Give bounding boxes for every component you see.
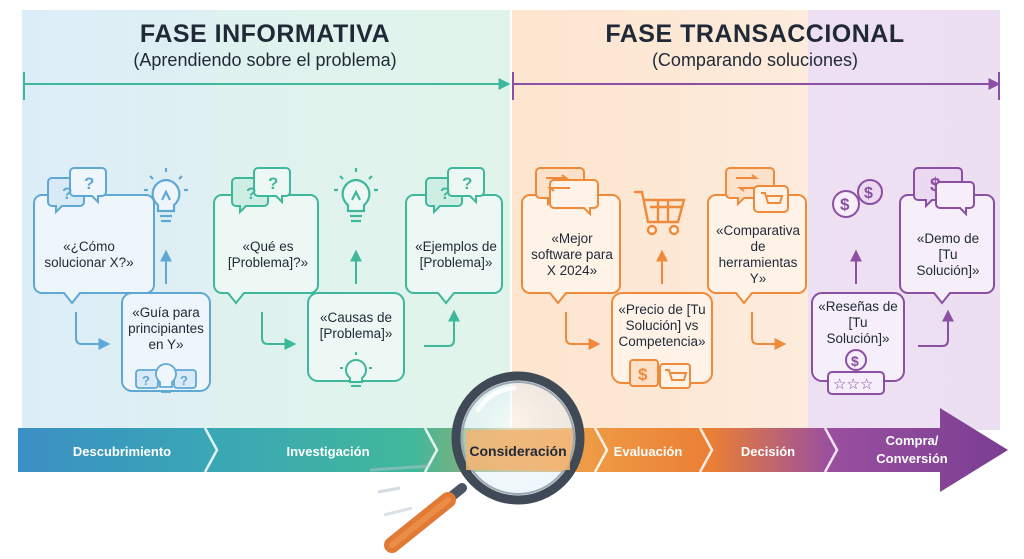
card-outline-4 — [405, 194, 503, 305]
card-outline-9 — [899, 194, 995, 305]
svg-text:?: ? — [142, 373, 150, 388]
magnifier-icon — [369, 371, 585, 553]
card-text-8: «Reseñas de [Tu Solución]» — [812, 298, 904, 348]
phase-title-informativa: FASE INFORMATIVA — [139, 20, 391, 48]
card-label: «Mejor software para X 2024» — [531, 231, 613, 278]
card-outline-7 — [707, 194, 807, 305]
card-label: «Guía para principiantes en Y» — [128, 305, 204, 352]
card-text-1: «Guía para principiantes en Y» — [122, 298, 210, 360]
phase-subtitle-transaccional: (Comparando soluciones) — [651, 50, 859, 70]
card-text-3: «Causas de [Problema]» — [308, 300, 404, 352]
connector-2-3 — [261, 312, 297, 350]
svg-text:?: ? — [84, 174, 94, 193]
card-text-6: «Precio de [Tu Solución] vs Competencia» — [612, 296, 712, 356]
svg-text:?: ? — [268, 174, 278, 193]
svg-text:?: ? — [462, 174, 472, 193]
card-outline-2 — [213, 194, 319, 305]
svg-text:$: $ — [840, 195, 850, 214]
connector-7-8 — [751, 312, 787, 350]
lightbulb-icon — [334, 168, 378, 223]
phase-title-transaccional: FASE TRANSACCIONAL — [605, 20, 905, 48]
svg-text:?: ? — [62, 184, 72, 203]
compare-cart-icon — [725, 167, 789, 213]
stage-label-consideracion: Consideración — [469, 443, 566, 459]
chat-question-icon: ? ? — [231, 167, 291, 215]
dollar-chat-icon: $ $ — [832, 179, 883, 218]
card-label: «Causas de [Problema]» — [319, 310, 393, 341]
stage-label-compra: Compra/ — [886, 433, 939, 448]
svg-text:?: ? — [180, 373, 188, 388]
chat-question-icon: ? ? — [47, 167, 107, 215]
card-text-4: «Ejemplos de [Problema]» — [408, 225, 504, 285]
phase-arrow-informativa — [23, 72, 511, 100]
lightbulb-icon — [144, 168, 188, 223]
lightbulb-icon — [340, 352, 372, 387]
svg-text:$: $ — [864, 185, 873, 202]
card-text-9: «Demo de [Tu Solución]» — [902, 225, 994, 285]
card-label: «Precio de [Tu Solución] vs Competencia» — [618, 302, 706, 349]
chat-question-icon: ? ? — [425, 167, 485, 215]
stage-label-investigacion: Investigación — [286, 444, 369, 459]
svg-text:☆☆☆: ☆☆☆ — [833, 376, 873, 393]
shopping-cart-icon — [634, 190, 686, 236]
card-label: «Reseñas de [Tu Solución]» — [818, 299, 898, 346]
card-label: «Demo de [Tu Solución]» — [916, 231, 980, 278]
svg-text:$: $ — [851, 353, 859, 369]
compare-chat-icon — [535, 167, 599, 217]
stage-label-decision: Decisión — [741, 444, 795, 459]
card-label: «Ejemplos de [Problema]» — [415, 239, 497, 270]
stage-label-evaluacion: Evaluación — [614, 444, 683, 459]
card-label: «¿Cómo solucionar X?» — [44, 239, 134, 270]
phase-arrow-transaccional — [512, 72, 1001, 100]
card-text-2: «Qué es [Problema]?» — [218, 225, 318, 285]
card-label: «Qué es [Problema]?» — [227, 239, 309, 270]
review-stars-icon: $ ☆☆☆ — [827, 349, 885, 395]
card-outline-5 — [521, 194, 621, 305]
card-outline-1 — [121, 292, 211, 392]
stage-label-descubrimiento: Descubrimiento — [73, 444, 171, 459]
phase-subtitle-informativa: (Aprendiendo sobre el problema) — [133, 50, 397, 70]
card-text-0: «¿Cómo solucionar X?» — [34, 225, 144, 285]
svg-text:?: ? — [246, 184, 256, 203]
chat-lightbulb-icon: ? ? — [135, 363, 197, 393]
connector-0-1 — [75, 312, 111, 350]
card-text-5: «Mejor software para X 2024» — [522, 225, 622, 285]
svg-text:?: ? — [440, 184, 450, 203]
stage-label-conversion: Conversión — [876, 451, 948, 466]
card-text-7: «Comparativa de herramientas Y» — [708, 223, 808, 286]
connector-5-6 — [565, 312, 601, 350]
connector-8-9 — [918, 309, 954, 347]
price-compare-icon: $ — [629, 359, 691, 389]
dollar-chat-icon: $ — [913, 167, 975, 217]
svg-text:$: $ — [638, 365, 648, 384]
card-label: «Comparativa de herramientas Y» — [715, 223, 801, 286]
connector-3-4 — [424, 309, 460, 347]
